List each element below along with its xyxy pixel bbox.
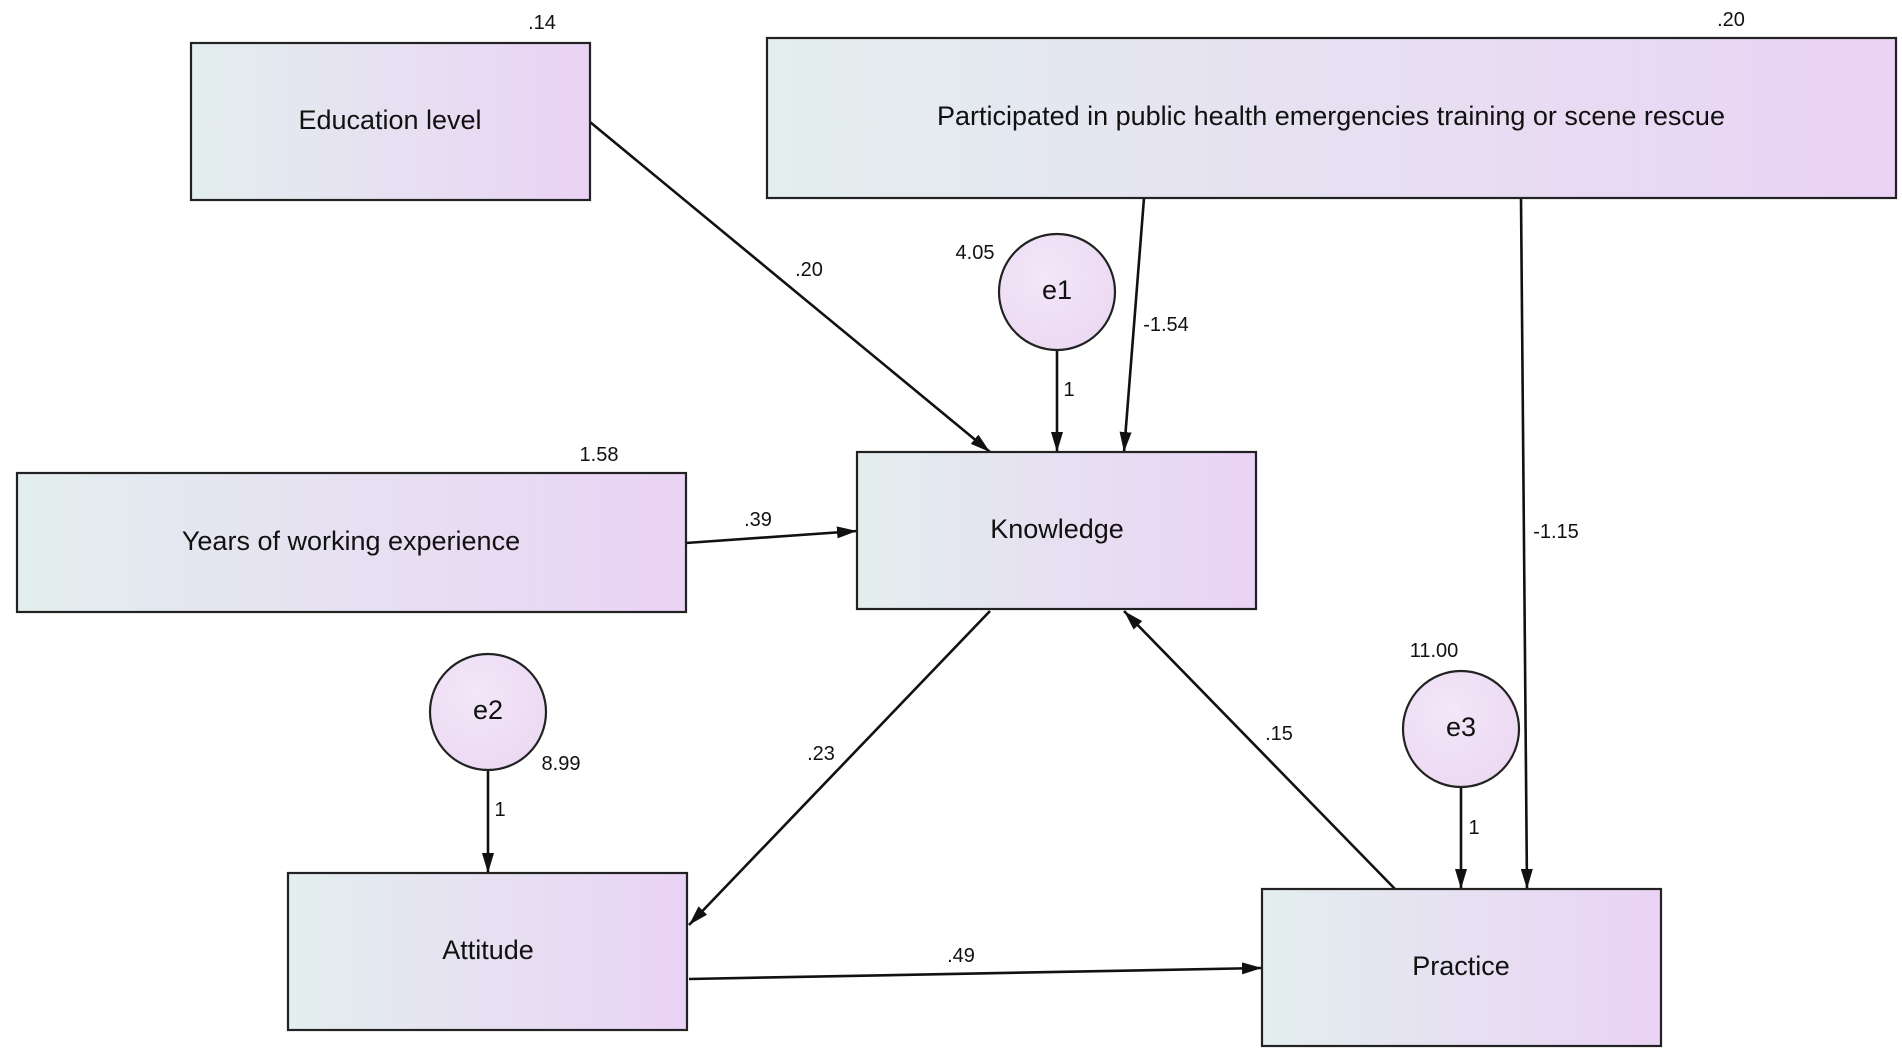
error-term-e2: e2 8.99 [428, 652, 581, 775]
error-variance: 4.05 [956, 242, 995, 264]
node-variance: 1.58 [580, 444, 619, 466]
edge-years-knowledge [685, 526, 858, 545]
error-label: e2 [473, 695, 503, 725]
coef-e1-knowledge: 1 [1063, 379, 1074, 401]
node-label: Attitude [442, 935, 534, 965]
error-label: e3 [1446, 712, 1476, 742]
path-coefficients: .20 -1.54 -1.15 .39 1 .23 .15 1 1 .49 [494, 259, 1578, 967]
node-knowledge: Knowledge [855, 450, 1258, 611]
edges [482, 120, 1533, 981]
node-education-level: Education level .14 [189, 12, 592, 202]
coef-education-knowledge: .20 [795, 259, 823, 281]
error-label: e1 [1042, 275, 1072, 305]
edge-knowledge-attitude [688, 610, 991, 926]
edge-training-practice [1519, 197, 1533, 890]
coef-years-knowledge: .39 [744, 509, 772, 531]
node-label: Years of working experience [182, 526, 520, 556]
node-attitude: Attitude [286, 871, 689, 1032]
coef-knowledge-attitude: .23 [807, 743, 835, 765]
edge-training-knowledge [1119, 197, 1146, 453]
edge-attitude-practice [688, 962, 1263, 981]
node-label: Participated in public health emergencie… [937, 101, 1725, 131]
coef-e3-practice: 1 [1468, 817, 1479, 839]
error-variance: 11.00 [1410, 640, 1459, 662]
error-term-e3: e3 11.00 [1401, 640, 1521, 789]
coef-attitude-practice: .49 [947, 945, 975, 967]
coef-training-practice: -1.15 [1533, 521, 1579, 543]
coef-practice-knowledge: .15 [1265, 723, 1293, 745]
coef-training-knowledge: -1.54 [1143, 314, 1189, 336]
edge-practice-knowledge [1123, 610, 1396, 890]
node-variance: .14 [528, 12, 556, 34]
node-label: Education level [298, 105, 481, 135]
error-variance: 8.99 [542, 753, 581, 775]
node-years-of-working-experience: Years of working experience 1.58 [15, 444, 688, 614]
coef-e2-attitude: 1 [494, 799, 505, 821]
node-label: Knowledge [990, 514, 1124, 544]
node-variance: .20 [1717, 9, 1745, 31]
edge-education-knowledge [589, 120, 991, 454]
node-practice: Practice [1260, 887, 1663, 1048]
node-label: Practice [1412, 951, 1510, 981]
node-training: Participated in public health emergencie… [765, 9, 1898, 200]
error-term-e1: e1 4.05 [956, 232, 1117, 352]
